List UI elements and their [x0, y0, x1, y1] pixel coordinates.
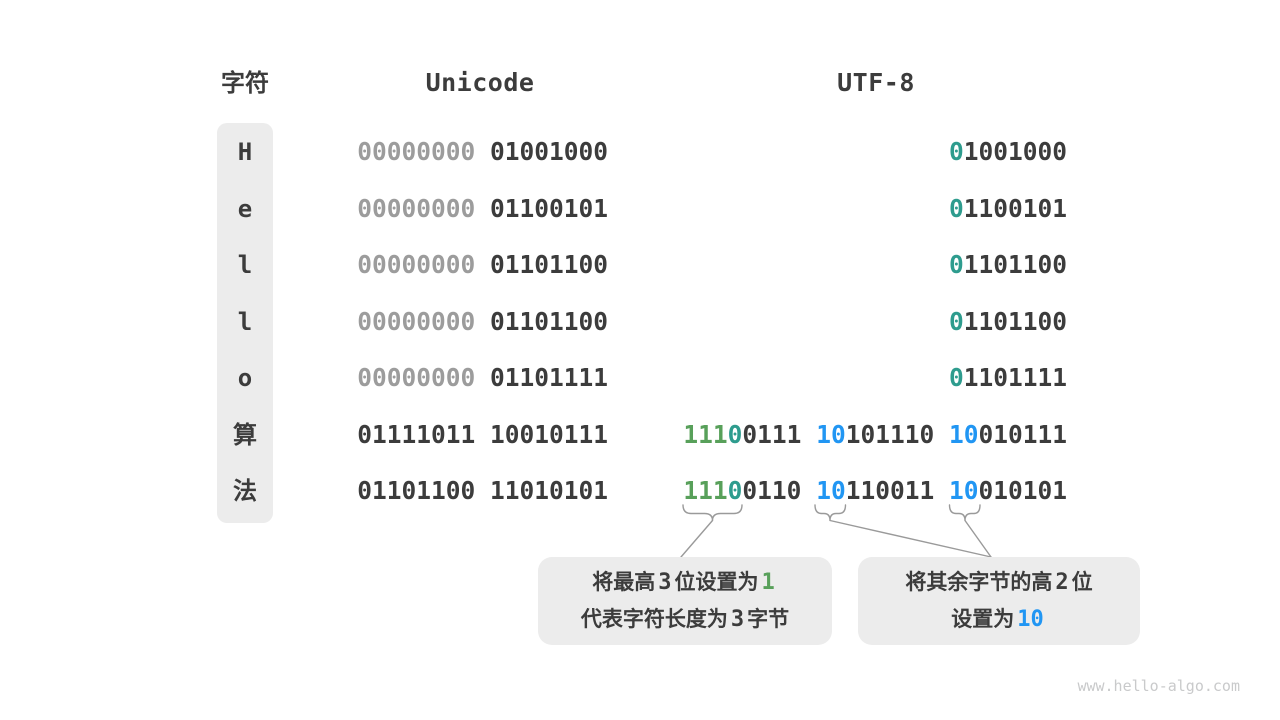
utf8-payload-bits: 010111 — [978, 420, 1067, 449]
unicode-cell: 00000000 01100101 — [357, 181, 608, 237]
utf8-payload-bits: 010101 — [978, 476, 1067, 505]
unicode-cell: 00000000 01101100 — [357, 294, 608, 350]
utf8-cell: 11100110 10110011 10010101 — [683, 463, 1067, 519]
utf8-payload-bits: 1101100 — [963, 307, 1067, 336]
table-row: o 00000000 01101111 01101111 — [0, 350, 1280, 406]
utf8-prefix-bit: 0 — [948, 363, 964, 392]
utf8-terminator-bit: 0 — [727, 420, 743, 449]
callout-highlight-bit: 1 — [761, 570, 775, 595]
table-row: H 00000000 01001000 01001000 — [0, 124, 1280, 180]
utf8-length-prefix-bits: 111 — [683, 420, 728, 449]
utf8-prefix-bit: 0 — [948, 307, 964, 336]
character-column-panel — [217, 123, 273, 523]
utf8-prefix-bit: 0 — [948, 137, 964, 166]
utf8-payload-bits: 0111 — [742, 420, 817, 449]
utf8-prefix-bit: 0 — [948, 194, 964, 223]
table-row: l 00000000 01101100 01101100 — [0, 237, 1280, 293]
utf8-cell: 01001000 — [949, 124, 1067, 180]
utf8-payload-bits: 101110 — [845, 420, 949, 449]
utf8-payload-bits: 1001000 — [963, 137, 1067, 166]
callout-text: 字节 — [747, 607, 790, 631]
utf8-cell: 01101100 — [949, 294, 1067, 350]
callout-number: 2 — [1055, 570, 1069, 595]
unicode-cell: 01111011 10010111 — [357, 407, 608, 463]
table-row: 法 01101100 11010101 11100110 10110011 10… — [0, 463, 1280, 519]
callout-text: 位设置为 — [674, 570, 759, 594]
utf8-payload-bits: 1100101 — [963, 194, 1067, 223]
callout-text: 将最高 — [592, 570, 656, 594]
character-cell: l — [237, 251, 253, 279]
unicode-low-byte: 01101100 — [489, 250, 608, 279]
connector-line-left — [680, 519, 714, 558]
unicode-high-byte: 00000000 — [357, 363, 490, 392]
unicode-high-byte: 00000000 — [357, 307, 490, 336]
unicode-low-byte: 01101111 — [489, 363, 608, 392]
utf8-payload-bits: 110011 — [845, 476, 949, 505]
table-row: 算 01111011 10010111 11100111 10101110 10… — [0, 407, 1280, 463]
utf8-continuation-prefix: 10 — [816, 420, 846, 449]
character-cell: e — [237, 195, 253, 223]
utf8-terminator-bit: 0 — [727, 476, 743, 505]
callout-number: 3 — [658, 570, 672, 595]
unicode-cell: 00000000 01001000 — [357, 124, 608, 180]
column-header-character: 字符 — [221, 69, 269, 97]
character-cell: 算 — [233, 421, 257, 449]
watermark: www.hello-algo.com — [1077, 677, 1240, 695]
connector-line-right-1 — [829, 519, 992, 558]
utf8-cell: 01101100 — [949, 237, 1067, 293]
utf8-payload-bits: 1101111 — [963, 363, 1067, 392]
unicode-low-byte: 01100101 — [489, 194, 608, 223]
character-cell: l — [237, 308, 253, 336]
character-cell: 法 — [233, 477, 257, 505]
callout-number: 3 — [730, 607, 745, 632]
utf8-cell: 11100111 10101110 10010111 — [683, 407, 1067, 463]
unicode-high-byte: 00000000 — [357, 250, 490, 279]
utf8-length-prefix-bits: 111 — [683, 476, 728, 505]
utf8-prefix-bit: 0 — [948, 250, 964, 279]
utf8-continuation-prefix: 10 — [816, 476, 846, 505]
unicode-bytes: 01101100 11010101 — [357, 476, 608, 505]
table-row: l 00000000 01101100 01101100 — [0, 294, 1280, 350]
column-header-utf8: UTF-8 — [837, 68, 915, 97]
table-row: e 00000000 01100101 01100101 — [0, 181, 1280, 237]
unicode-low-byte: 01001000 — [489, 137, 608, 166]
unicode-bytes: 01111011 10010111 — [357, 420, 608, 449]
utf8-continuation-prefix: 10 — [948, 420, 979, 449]
unicode-cell: 00000000 01101100 — [357, 237, 608, 293]
unicode-high-byte: 00000000 — [357, 137, 490, 166]
callout-text: 将其余字节的高 — [905, 570, 1053, 594]
utf8-cell: 01101111 — [949, 350, 1067, 406]
column-header-unicode: Unicode — [425, 68, 535, 97]
utf8-payload-bits: 0110 — [742, 476, 817, 505]
connector-line-right-2 — [964, 519, 992, 558]
utf8-payload-bits: 1101100 — [963, 250, 1067, 279]
character-cell: H — [237, 138, 253, 166]
unicode-high-byte: 00000000 — [357, 194, 490, 223]
unicode-low-byte: 01101100 — [489, 307, 608, 336]
utf8-cell: 01100101 — [949, 181, 1067, 237]
callout-text: 设置为 — [951, 607, 1015, 631]
unicode-cell: 00000000 01101111 — [357, 350, 608, 406]
callout-text: 位 — [1071, 570, 1093, 594]
character-cell: o — [237, 364, 253, 392]
utf8-continuation-prefix: 10 — [948, 476, 979, 505]
callout-text: 代表字符长度为 — [580, 607, 728, 631]
callout-highlight-bits: 10 — [1017, 607, 1044, 632]
unicode-cell: 01101100 11010101 — [357, 463, 608, 519]
